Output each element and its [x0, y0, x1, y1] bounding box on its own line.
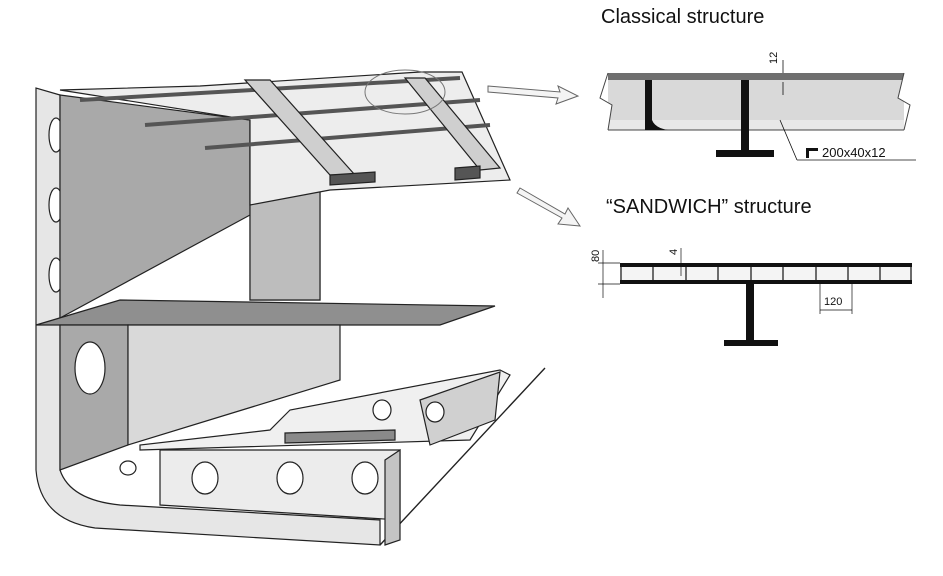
sandwich-girder-flange: [724, 340, 778, 346]
sandwich-girder-web: [746, 284, 754, 340]
classical-structure-title: Classical structure: [601, 6, 765, 28]
sandwich-top-face: [620, 263, 912, 267]
lightening-hole: [276, 461, 304, 495]
deck-longitudinal: [204, 123, 491, 150]
classical-structure-detail: 12 200x40x12: [599, 52, 916, 161]
lightening-hole: [372, 399, 392, 421]
shell-edge: [379, 367, 546, 546]
deck-plate: [608, 73, 904, 80]
t-girder-flange: [716, 150, 774, 157]
floor-plate-edge: [384, 448, 401, 546]
sandwich-structure-detail: 80 4 120: [590, 248, 912, 346]
deck-girder: [403, 77, 502, 171]
classical-panel: [608, 80, 904, 120]
lightening-hole: [119, 460, 137, 476]
break-line-right: [897, 72, 911, 131]
break-line-left: [599, 72, 613, 131]
arrow-to-sandwich: [516, 187, 581, 227]
sandwich-cells: [620, 267, 912, 280]
lightening-hole: [425, 401, 445, 423]
lightening-hole: [351, 461, 379, 495]
panel-height-label: 80: [590, 250, 602, 262]
lower-bulkhead: [127, 324, 341, 446]
sandwich-core: [620, 267, 912, 280]
sandwich-bottom-face: [620, 280, 912, 284]
side-shell: [35, 87, 381, 546]
lightening-hole: [74, 341, 106, 395]
tween-deck: [35, 299, 496, 326]
hull-section: [35, 69, 546, 546]
classical-panel-lower: [608, 120, 904, 130]
face-thickness-label: 4: [668, 249, 680, 255]
lightening-hole: [191, 461, 219, 495]
stiffener-profile-label: 200x40x12: [822, 145, 886, 160]
bottom-stiffener: [284, 429, 396, 444]
detail-callout-circle: [364, 69, 446, 115]
plate-thickness-label: 12: [768, 52, 780, 64]
bottom-girder: [419, 371, 501, 446]
deck-longitudinal: [144, 98, 481, 127]
girder-bracket: [454, 165, 481, 181]
sandwich-structure-title: “SANDWICH” structure: [606, 196, 812, 218]
inner-bottom: [139, 369, 511, 451]
arrow-to-classical: [487, 85, 580, 105]
girder-bracket: [329, 171, 376, 186]
cell-spacing-label: 120: [824, 296, 842, 308]
longitudinal-profile: [645, 80, 668, 130]
t-girder-web: [741, 80, 749, 150]
profile-symbol-icon: [806, 148, 818, 158]
